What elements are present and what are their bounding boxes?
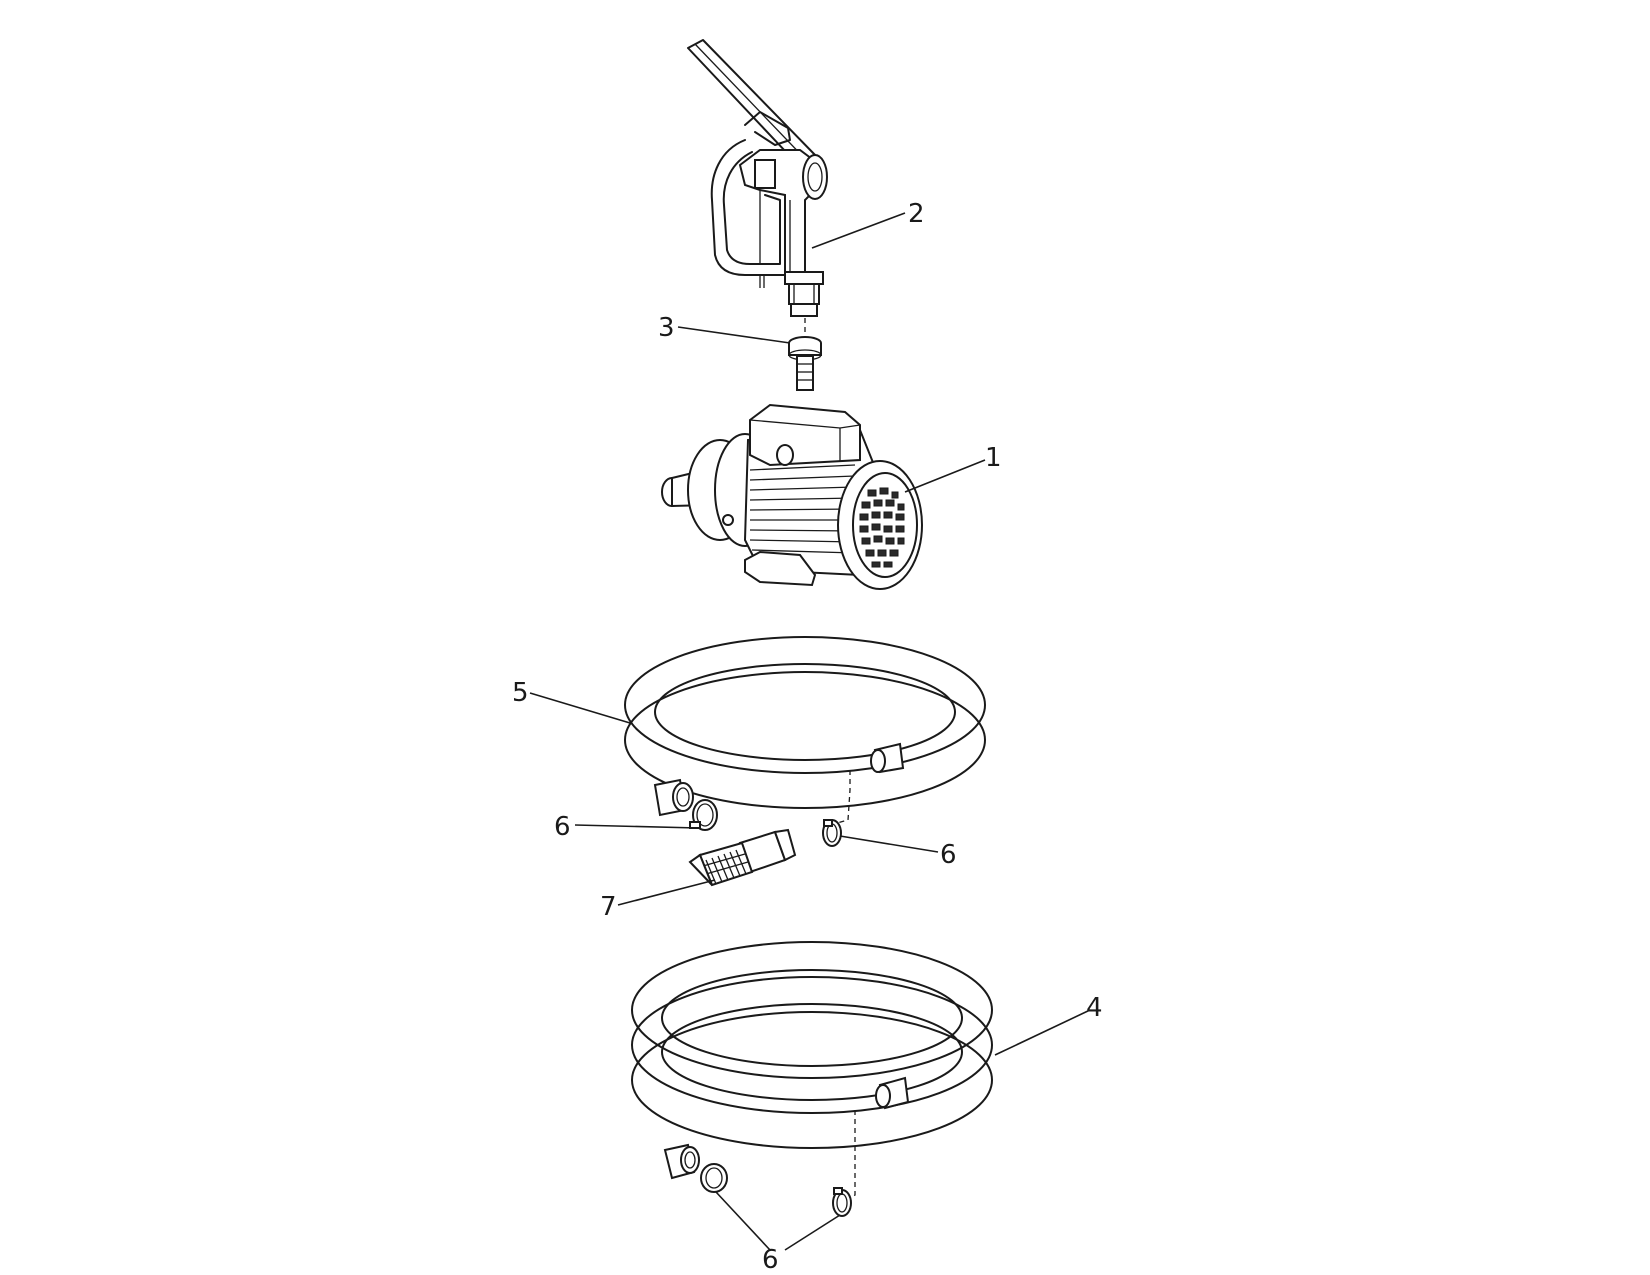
callout-hose-long: 4 (1086, 993, 1103, 1023)
hose-clamp-right (822, 819, 842, 847)
leader-5 (529, 692, 631, 724)
callout-nozzle: 2 (908, 199, 925, 229)
long-hose (631, 941, 993, 1180)
callout-clamp-bottom: 6 (762, 1245, 779, 1275)
leader-6-left (574, 824, 699, 829)
fan-grille (859, 487, 905, 568)
hose-clamp-bottom-left (700, 1163, 728, 1193)
electric-pump (661, 403, 923, 590)
fuel-nozzle (687, 39, 828, 317)
leader-1 (904, 459, 986, 493)
leader-7 (617, 879, 716, 906)
hose-clamp-left (689, 799, 718, 831)
leader-6-bottom-b (784, 1214, 841, 1251)
leader-6-right (839, 835, 939, 853)
callout-filter: 7 (600, 892, 617, 922)
hose-fitting (788, 336, 822, 391)
leader-2 (811, 212, 906, 249)
callout-pump: 1 (985, 443, 1002, 473)
leader-3 (677, 326, 791, 344)
callout-hose-fitting: 3 (658, 313, 675, 343)
callout-hose-short: 5 (512, 678, 529, 708)
callout-clamp-left: 6 (554, 812, 571, 842)
callout-clamp-right: 6 (940, 840, 957, 870)
suction-filter (688, 828, 797, 887)
hose-clamp-bottom-right (832, 1187, 852, 1217)
leader-6-bottom-a (715, 1191, 771, 1251)
leader-4 (994, 1009, 1091, 1056)
short-hose (624, 636, 986, 817)
